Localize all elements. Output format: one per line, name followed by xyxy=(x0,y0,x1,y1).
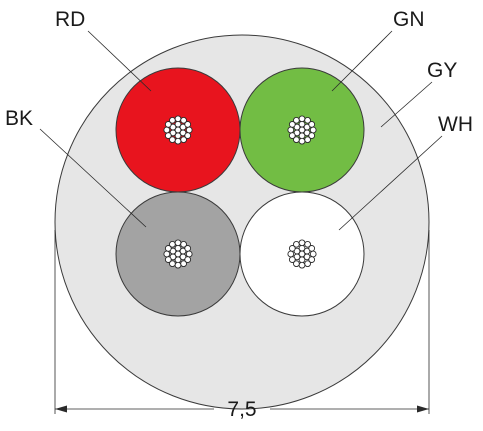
core-rd-conductor xyxy=(163,115,193,145)
conductor-strand xyxy=(169,260,176,268)
label-gy: GY xyxy=(427,59,457,82)
conductor-strand xyxy=(185,126,193,134)
label-bk: BK xyxy=(5,107,33,130)
conductor-strand xyxy=(304,260,311,268)
leader-line-wh xyxy=(338,135,443,231)
dimension-arrow-right xyxy=(417,405,429,413)
conductor-strand xyxy=(298,115,306,123)
conductor-strand xyxy=(174,239,182,247)
conductor-strand xyxy=(164,256,172,263)
label-gn: GN xyxy=(393,8,425,31)
conductor-strand xyxy=(309,250,317,258)
conductor-strand xyxy=(298,239,306,247)
label-wh: WH xyxy=(438,113,473,136)
dimension-value: 7,5 xyxy=(227,398,256,421)
core-wh xyxy=(239,191,365,317)
conductor-strand xyxy=(163,250,171,258)
conductor-strand xyxy=(293,260,300,268)
conductor-strand xyxy=(288,245,296,252)
conductor-strand xyxy=(308,121,316,128)
core-wh-conductor xyxy=(287,239,317,269)
conductor-strand xyxy=(174,137,182,145)
core-gn xyxy=(239,67,365,193)
conductor-strand xyxy=(293,136,300,144)
conductor-strand xyxy=(184,132,192,139)
leader-line-rd xyxy=(87,30,152,92)
conductor-strand xyxy=(174,261,182,269)
conductor-strand xyxy=(304,240,311,248)
conductor-strand xyxy=(287,126,295,134)
conductor-strand xyxy=(163,126,171,134)
conductor-strand xyxy=(164,121,172,128)
conductor-strand xyxy=(185,250,193,258)
conductor-strand xyxy=(169,240,176,248)
conductor-strand xyxy=(164,245,172,252)
conductor-strand xyxy=(180,260,187,268)
conductor-strand xyxy=(298,137,306,145)
dimension-arrow-left xyxy=(55,405,67,413)
core-bk-conductor xyxy=(163,239,193,269)
label-rd: RD xyxy=(55,8,85,31)
conductor-strand xyxy=(288,256,296,263)
conductor-strand xyxy=(287,250,295,258)
leader-line-gn xyxy=(331,30,393,92)
conductor-strand xyxy=(298,261,306,269)
core-gn-conductor xyxy=(287,115,317,145)
conductor-strand xyxy=(293,116,300,124)
diameter-dimension: 7,5 xyxy=(54,230,430,421)
conductor-strand xyxy=(184,256,192,263)
conductor-strand xyxy=(293,240,300,248)
conductor-strand xyxy=(308,245,316,252)
cable-sheath xyxy=(54,34,430,410)
conductor-strand xyxy=(309,126,317,134)
conductor-strand xyxy=(174,115,182,123)
core-rd xyxy=(115,67,241,193)
conductor-strand xyxy=(288,121,296,128)
conductor-strand xyxy=(180,116,187,124)
core-bk xyxy=(115,191,241,317)
conductor-strand xyxy=(184,121,192,128)
conductor-strand xyxy=(308,132,316,139)
conductor-strand xyxy=(180,136,187,144)
conductor-strand xyxy=(288,132,296,139)
leader-line-bk xyxy=(39,128,147,228)
conductor-strand xyxy=(180,240,187,248)
leader-line-gy xyxy=(380,81,433,128)
conductor-strand xyxy=(304,136,311,144)
conductor-strand xyxy=(164,132,172,139)
conductor-strand xyxy=(304,116,311,124)
conductor-strand xyxy=(308,256,316,263)
conductor-strand xyxy=(184,245,192,252)
conductor-strand xyxy=(169,136,176,144)
conductor-strand xyxy=(169,116,176,124)
